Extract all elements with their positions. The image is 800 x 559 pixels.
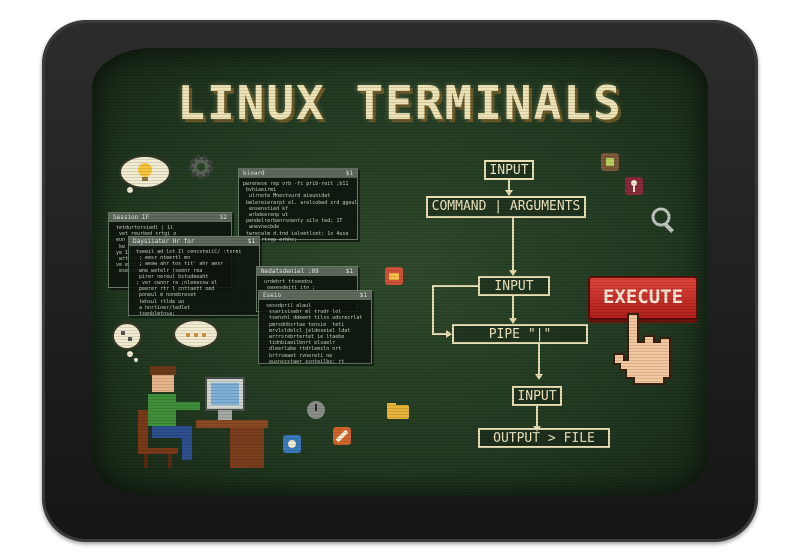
flow-loop-connector: [432, 333, 448, 335]
folder-yellow-icon: [387, 403, 409, 419]
terminal-window-5[interactable]: Eseio $1 sessdpril alaul ssarisisebr ml t…: [258, 290, 372, 365]
clock-icon: [307, 401, 325, 419]
network-icon: [625, 177, 643, 195]
terminal-title: Daysiiater Hr for: [133, 238, 195, 245]
wrench-icon: [333, 427, 351, 445]
flow-input-low: INPUT: [512, 386, 562, 406]
terminal-title: Session IF: [113, 214, 150, 221]
terminal-output: pwrenese rep vrb -fc prib-reit ;b11 bvhi…: [243, 181, 357, 243]
flow-arrow: [509, 270, 517, 276]
flow-connector: [536, 406, 538, 426]
terminal-titlebar: Session IF S2: [109, 213, 231, 222]
terminal-window-3[interactable]: Daysiiater Hr for $1 tseeil ad lst Il cen…: [128, 236, 260, 317]
speech-bubble-icon: [112, 322, 142, 362]
thought-bubble-icon: [173, 319, 219, 349]
flow-command-box: COMMAND | ARGUMENTS: [426, 196, 586, 218]
chip-icon: [601, 153, 619, 171]
terminal-tab: $1: [345, 170, 353, 177]
folder-icon: [385, 267, 403, 285]
flow-input-top: INPUT: [484, 160, 534, 180]
execute-button[interactable]: EXECUTE: [588, 276, 698, 320]
terminal-titlebar: Daysiiater Hr for $1: [129, 237, 259, 246]
page-title: LINUX TERMINALS: [177, 76, 623, 130]
flow-arrow: [535, 374, 543, 380]
flow-input-mid: INPUT: [478, 276, 550, 296]
flow-output-box: OUTPUT > FILE: [478, 428, 610, 448]
settings-app-icon: [283, 435, 301, 453]
terminal-title: Eseio: [263, 292, 282, 299]
terminal-window-1[interactable]: bioard $1 pwrenese rep vrb -fc prib-reit …: [238, 168, 358, 243]
terminal-tab: $1: [345, 268, 353, 275]
terminal-title: Nedatsdeniel :09: [261, 268, 319, 275]
terminal-titlebar: bioard $1: [239, 169, 357, 178]
terminal-tab: $1: [359, 292, 367, 299]
flow-connector: [508, 180, 510, 190]
flow-pipe-box: PIPE "|": [452, 324, 588, 344]
terminal-output: sessdpril alaul ssarisisebr ml trudr lol…: [266, 303, 363, 365]
flow-arrow: [505, 190, 513, 196]
terminal-titlebar: Nedatsdeniel :09 $1: [257, 267, 357, 276]
lightbulb-cloud-icon: [119, 155, 171, 193]
gear-icon: [188, 154, 214, 180]
pointer-hand-icon: [613, 313, 671, 385]
terminal-tab: $1: [247, 238, 255, 245]
person-at-computer-illustration: [138, 366, 268, 468]
crt-screen: LINUX TERMINALS bioard $1 pwrenese rep vr…: [92, 48, 708, 496]
terminal-title: bioard: [243, 170, 265, 177]
flow-connector: [512, 218, 514, 272]
flow-connector: [538, 344, 540, 374]
terminal-output: urdehrt ttseodcu oasesdeiti itn ;: [264, 279, 316, 292]
flow-connector: [512, 296, 514, 318]
flow-arrow: [509, 318, 517, 324]
terminal-titlebar: Eseio $1: [259, 291, 371, 300]
flow-loop-connector: [432, 285, 478, 287]
flow-loop-connector: [432, 285, 434, 335]
magnifier-icon: [651, 207, 674, 233]
flow-arrow: [446, 330, 452, 338]
terminal-tab: S2: [219, 214, 227, 221]
terminal-output: tseeil ad lst Il cencsteiiC/ :tsrei ; ee…: [136, 249, 242, 318]
